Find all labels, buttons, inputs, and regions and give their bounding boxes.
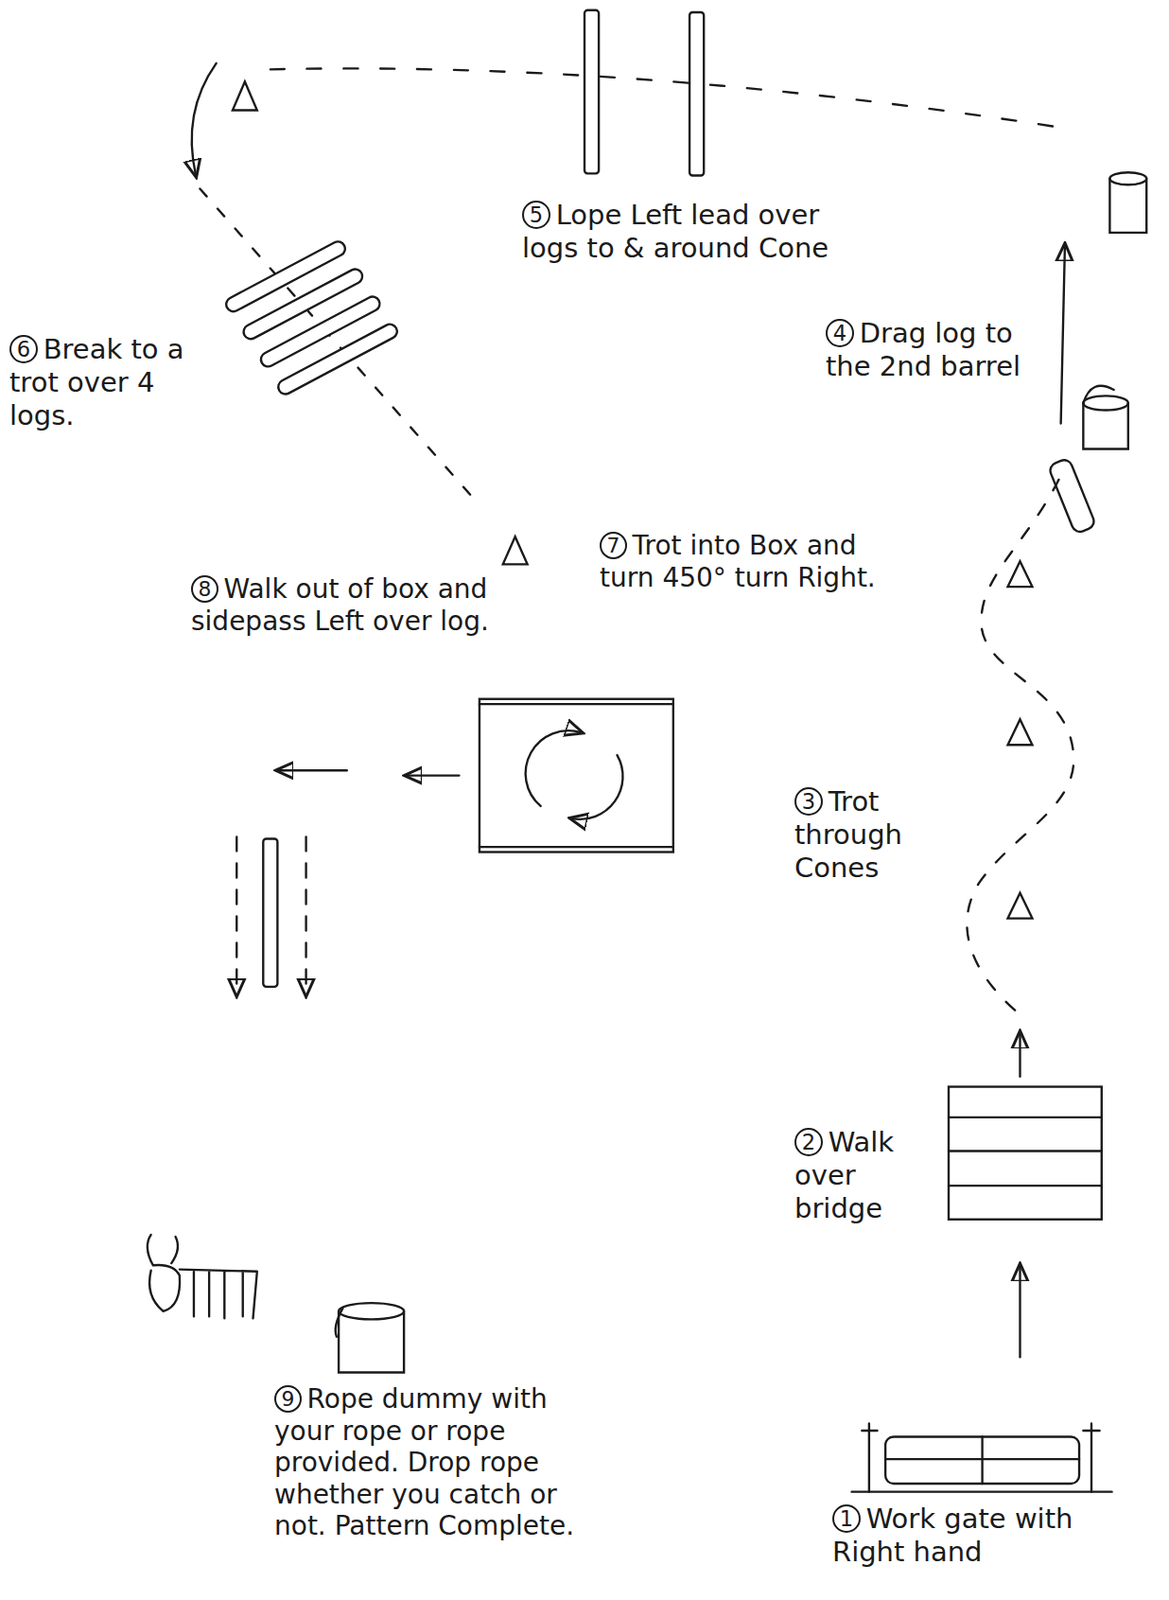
lope-log — [689, 12, 704, 176]
rope-loop — [1082, 385, 1114, 403]
instruction-group: 4Drag log to the 2nd barrel — [825, 316, 1030, 384]
instruction-group: 7Trot into Box and turn 450° turn Right. — [599, 529, 884, 594]
trot-log — [258, 294, 383, 369]
dummy-head — [147, 1234, 180, 1311]
gate-bars — [885, 1435, 1080, 1484]
instruction-text: Drag log to the 2nd barrel — [825, 316, 1021, 383]
drag-arrow — [1061, 244, 1065, 424]
cone — [1008, 560, 1033, 587]
cone — [503, 536, 528, 564]
route-arrow — [277, 768, 347, 771]
callout-number: 4 — [825, 318, 855, 348]
cone — [232, 81, 258, 110]
instruction-group: 1Work gate with Right hand — [832, 1501, 1145, 1569]
instruction-group: 3Trot through Cones — [794, 785, 942, 884]
gate-base — [852, 1489, 1113, 1492]
route-arrow — [1018, 1031, 1021, 1076]
turn-arrow — [191, 63, 217, 176]
callout-number: 7 — [599, 531, 628, 559]
callout-number: 6 — [9, 334, 38, 364]
rope — [335, 1308, 344, 1337]
gate-posts — [861, 1422, 1100, 1491]
instruction-text: Lope Left lead over logs to & around Con… — [522, 198, 829, 264]
instruction-group: 5Lope Left lead over logs to & around Co… — [522, 198, 849, 265]
turn-box — [479, 698, 674, 853]
route-line — [199, 189, 479, 506]
callout-number: 3 — [794, 786, 823, 816]
callout-number: 8 — [191, 575, 219, 603]
instruction-text: Work gate with Right hand — [832, 1501, 1073, 1568]
callout-number: 9 — [274, 1384, 302, 1413]
barrel — [1109, 178, 1147, 233]
cone — [1008, 892, 1033, 919]
instruction-text: Walk out of box and sidepass Left over l… — [191, 573, 489, 637]
cone — [1008, 718, 1033, 745]
barrel-top — [1082, 395, 1128, 410]
weave-route — [966, 479, 1074, 1011]
instruction-text: Rope dummy with your rope or rope provid… — [274, 1382, 575, 1541]
callout-number: 1 — [832, 1503, 861, 1533]
instruction-group: 6Break to a trot over 4 logs. — [9, 332, 210, 432]
trot-log — [276, 321, 401, 397]
turn-arrow — [525, 730, 582, 806]
gate-panel — [885, 1435, 1080, 1484]
drag-log — [1047, 457, 1097, 535]
sidepass-log — [262, 837, 278, 986]
instruction-group: 8Walk out of box and sidepass Left over … — [191, 573, 504, 637]
barrel-top — [338, 1302, 404, 1319]
route-arrow — [405, 773, 459, 776]
barrel-top — [1109, 172, 1147, 185]
bridge — [948, 1086, 1102, 1220]
instruction-text: Trot into Box and turn 450° turn Right. — [599, 529, 876, 594]
turn-arrow — [571, 754, 624, 820]
dummy-legs — [179, 1269, 258, 1319]
route-line — [270, 68, 1062, 127]
instruction-group: 2Walk over bridge — [794, 1125, 937, 1224]
lope-log — [584, 10, 599, 175]
route-arrow — [1018, 1264, 1021, 1357]
instruction-text: Break to a trot over 4 logs. — [9, 332, 185, 432]
sidepass-arrow — [304, 836, 307, 995]
instruction-group: 9Rope dummy with your rope or rope provi… — [274, 1382, 615, 1542]
trot-log — [241, 266, 366, 342]
callout-number: 2 — [794, 1127, 823, 1156]
sidepass-arrow — [235, 836, 238, 995]
trot-log — [224, 239, 349, 315]
callout-number: 5 — [522, 200, 551, 229]
box-rails — [479, 703, 674, 847]
bridge-planks — [948, 1116, 1102, 1186]
